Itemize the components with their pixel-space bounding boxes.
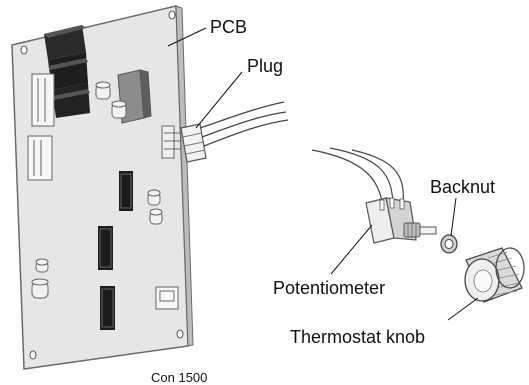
label-potentiometer: Potentiometer <box>273 278 385 298</box>
label-pcb: PCB <box>210 17 247 37</box>
potentiometer-leader <box>331 225 372 274</box>
thermostat-knob-leader <box>448 298 478 320</box>
label-backnut: Backnut <box>430 177 495 197</box>
plug <box>181 102 288 162</box>
bottom-connector <box>156 287 178 309</box>
plug-leader <box>196 72 242 128</box>
backnut <box>441 235 457 253</box>
label-thermostat-knob: Thermostat knob <box>290 327 425 347</box>
backnut-leader <box>451 198 456 236</box>
label-plug: Plug <box>247 56 283 76</box>
figure-caption: Con 1500 <box>151 370 207 385</box>
potentiometer <box>312 148 436 243</box>
thermostat-knob <box>465 248 524 302</box>
